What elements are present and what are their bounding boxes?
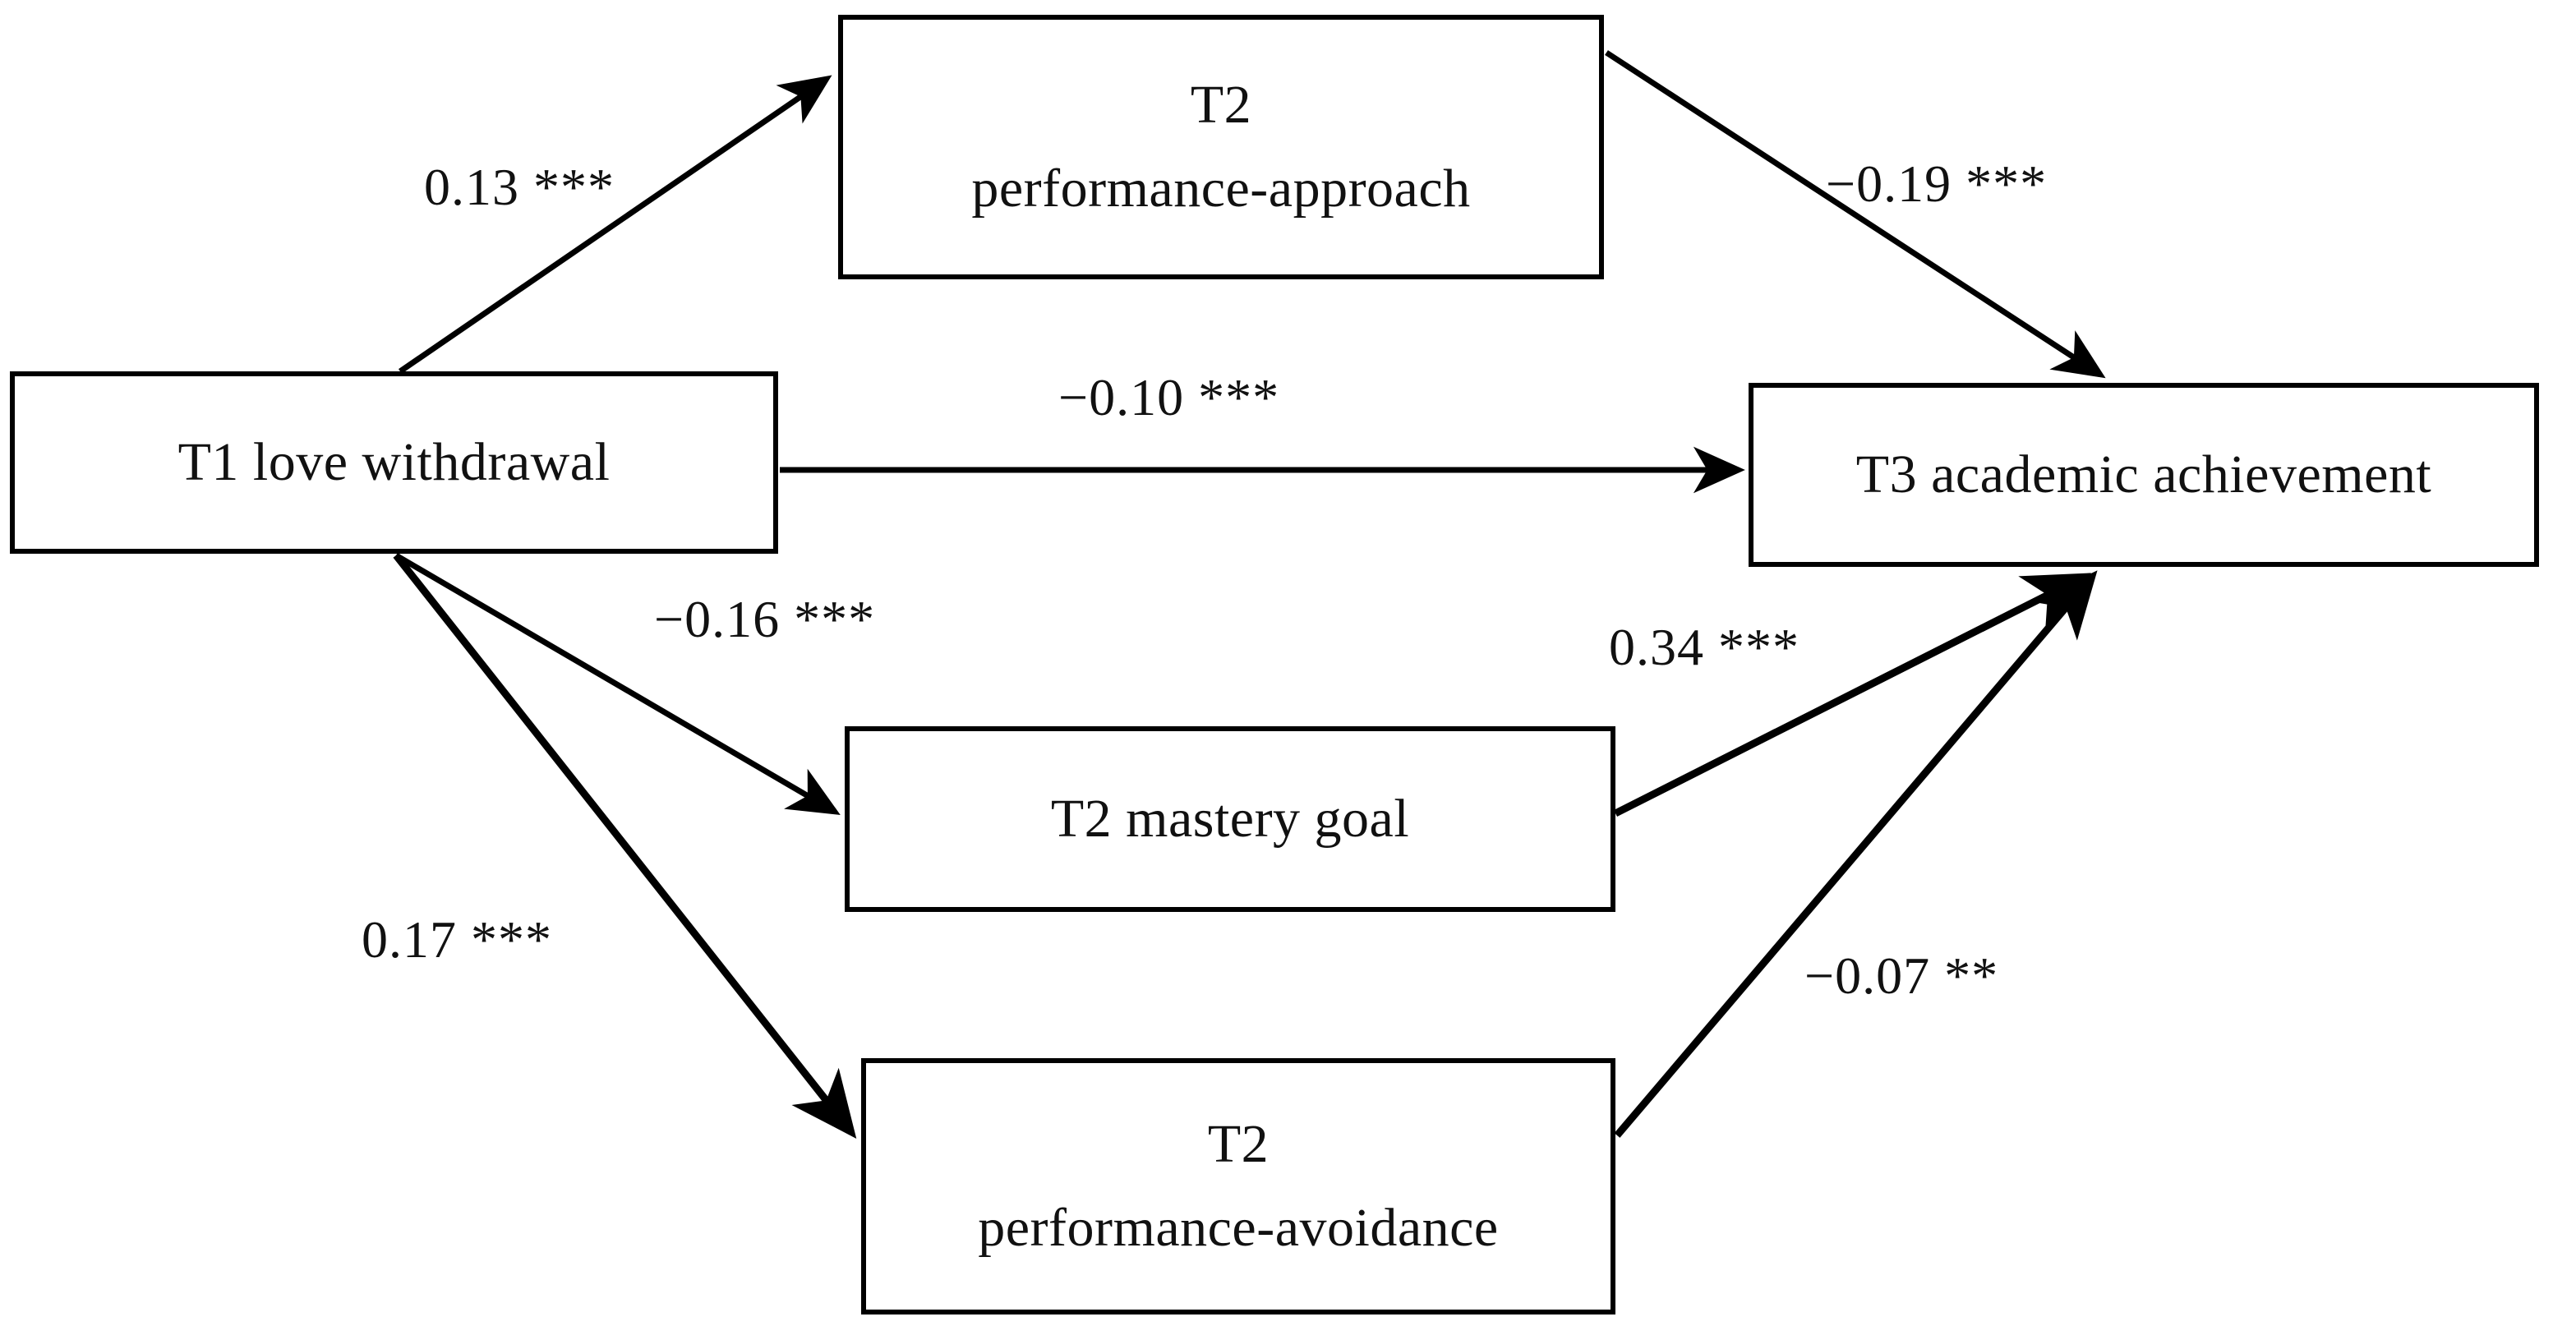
edge-avoidance-to-achievement bbox=[1614, 570, 2098, 1138]
node-label-line: T2 bbox=[1190, 74, 1252, 135]
node-label-line: performance-approach bbox=[971, 159, 1471, 219]
edge-withdrawal-to-approach bbox=[399, 75, 832, 374]
edge-label-withdrawal-to-approach: 0.13 *** bbox=[424, 158, 615, 216]
edge-mastery-to-achievement bbox=[1613, 573, 2092, 817]
node-label-line: T2 mastery goal bbox=[1050, 788, 1410, 849]
edge-approach-to-achievement bbox=[1605, 50, 2106, 379]
node-label-line: T1 love withdrawal bbox=[177, 431, 611, 492]
node-label-line: performance-avoidance bbox=[978, 1198, 1499, 1258]
node-t2-performance-approach: T2 performance-approach bbox=[838, 15, 1604, 279]
node-t2-mastery-goal: T2 mastery goal bbox=[845, 726, 1615, 912]
node-label-line: T3 academic achievement bbox=[1855, 444, 2432, 504]
node-t2-performance-avoidance: T2 performance-avoidance bbox=[861, 1058, 1615, 1314]
node-t3-academic-achievement: T3 academic achievement bbox=[1749, 383, 2539, 567]
node-t1-love-withdrawal: T1 love withdrawal bbox=[10, 371, 778, 554]
edge-label-approach-to-achievement: −0.19 *** bbox=[1826, 154, 2048, 213]
edge-withdrawal-to-mastery bbox=[394, 552, 841, 815]
edge-label-withdrawal-to-mastery: −0.16 *** bbox=[654, 590, 876, 648]
edge-label-withdrawal-to-avoidance: 0.17 *** bbox=[362, 910, 552, 969]
edge-label-avoidance-to-achievement: −0.07 ** bbox=[1804, 946, 1999, 1005]
edge-label-mastery-to-achievement: 0.34 *** bbox=[1609, 618, 1800, 676]
edge-withdrawal-to-avoidance bbox=[393, 553, 857, 1139]
node-label-line: T2 bbox=[1207, 1113, 1270, 1174]
edge-label-withdrawal-to-achievement: −0.10 *** bbox=[1058, 368, 1280, 426]
